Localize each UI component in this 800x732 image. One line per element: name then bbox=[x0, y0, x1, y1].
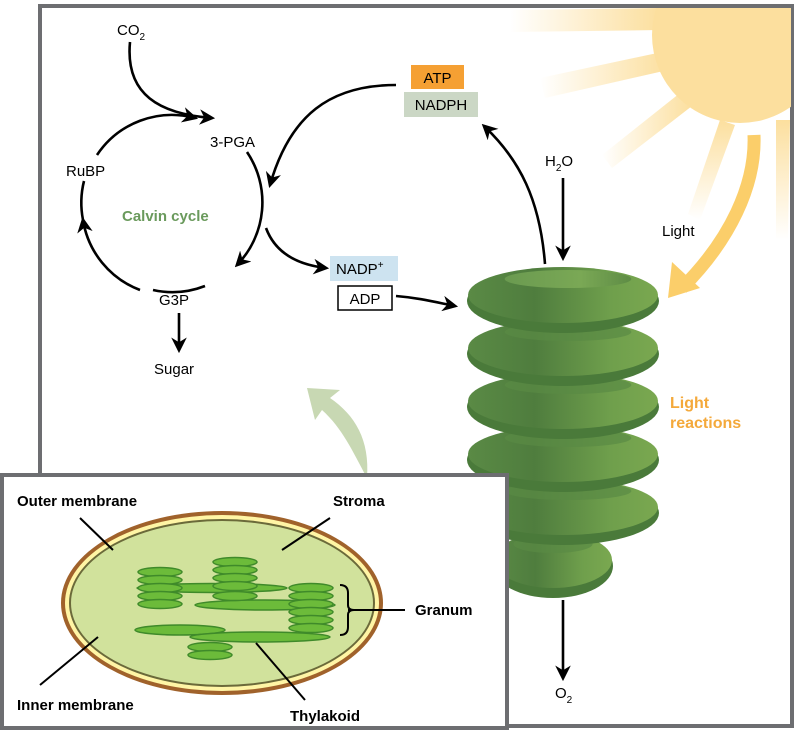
atp-label: ATP bbox=[423, 70, 451, 87]
thylakoid-disk bbox=[467, 373, 659, 439]
chloroplast-thylakoid-disk bbox=[137, 598, 183, 610]
thylakoid-disk bbox=[467, 320, 659, 386]
co2-label: CO2 bbox=[117, 22, 146, 43]
adp-label: ADP bbox=[350, 291, 381, 308]
granum-bracket bbox=[339, 584, 355, 636]
granum-label: Granum bbox=[415, 602, 473, 619]
nadp-label: NADP+ bbox=[336, 260, 384, 278]
adp-to-thylakoid-arrow bbox=[395, 294, 459, 312]
adp-box bbox=[337, 285, 393, 311]
light-arrow bbox=[677, 134, 761, 293]
thylakoid-stack bbox=[467, 267, 659, 598]
h2o-label: H2O bbox=[545, 153, 573, 174]
nadph-label: NADPH bbox=[415, 97, 468, 114]
co2-arrow bbox=[128, 41, 216, 125]
calvin-cycle-title: Calvin cycle bbox=[122, 208, 209, 225]
light-label: Light bbox=[662, 223, 695, 240]
thylakoid-disk bbox=[467, 267, 659, 333]
thylakoid-disk bbox=[467, 426, 659, 492]
stroma-label: Stroma bbox=[333, 493, 385, 510]
light-arrow-head bbox=[668, 262, 700, 298]
thylakoid-disk bbox=[467, 479, 659, 545]
atp-box bbox=[411, 65, 464, 89]
light-to-atp-arrow bbox=[481, 123, 547, 265]
o2-label: O2 bbox=[555, 685, 573, 706]
thylakoid-label: Thylakoid bbox=[290, 708, 360, 725]
g3p-label: G3P bbox=[159, 292, 189, 309]
chloroplast-thylakoid-disk bbox=[212, 590, 258, 602]
sugar-label: Sugar bbox=[154, 361, 194, 378]
outer-membrane-label: Outer membrane bbox=[17, 493, 137, 510]
chloroplast-thylakoid-disk bbox=[212, 580, 258, 592]
nadp-box bbox=[330, 256, 398, 281]
inset-leader-lines bbox=[39, 517, 405, 701]
nadp-return-arrow bbox=[264, 227, 330, 275]
zoom-transition-arrow bbox=[307, 388, 368, 478]
chloroplast-thylakoid-disk bbox=[288, 622, 334, 634]
calvin-cycle-loop bbox=[77, 107, 264, 294]
chloroplast bbox=[61, 511, 383, 695]
inner-membrane-label: Inner membrane bbox=[17, 697, 134, 714]
chloroplast-thylakoid-disk bbox=[189, 631, 331, 643]
chloroplast-thylakoid-disk bbox=[187, 649, 233, 661]
rubp-label: RuBP bbox=[66, 163, 105, 180]
nadph-box bbox=[404, 92, 478, 117]
3-pga-label: 3-PGA bbox=[210, 134, 255, 151]
chloroplast-thylakoids bbox=[134, 556, 336, 661]
sun-icon bbox=[510, 8, 791, 240]
chloroplast-thylakoid-disk bbox=[134, 624, 226, 636]
atp-nadph-arrow bbox=[265, 83, 397, 188]
